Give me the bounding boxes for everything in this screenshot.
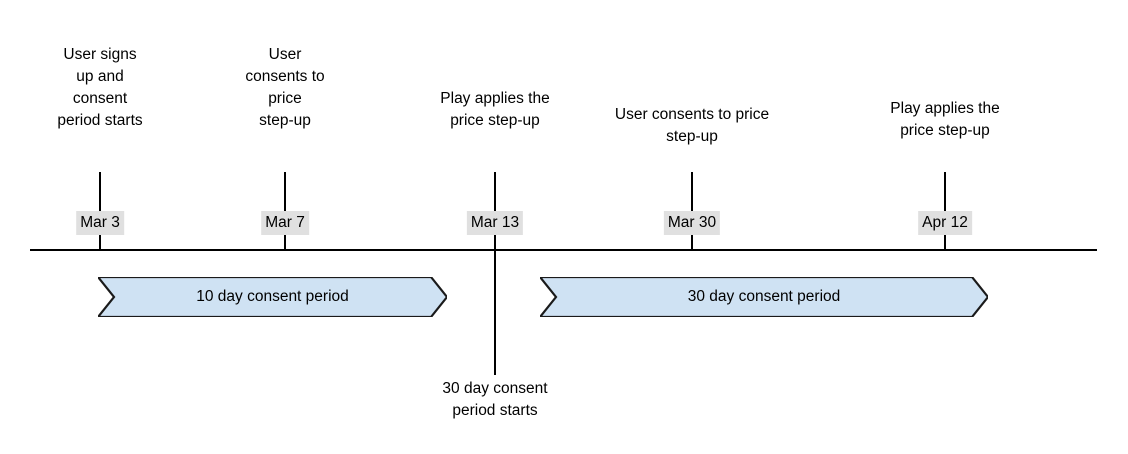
event-label-mar-3: User signs up and consent period starts	[57, 46, 143, 129]
period-banner-30-day: 30 day consent period	[540, 277, 988, 317]
event-label-mar-7: User consents to price step-up	[245, 46, 325, 129]
chevron-banner-shape	[540, 277, 988, 317]
date-chip-mar-13: Mar 13	[466, 211, 524, 235]
timeline-axis	[30, 249, 1097, 251]
period-banner-10-day-label: 10 day consent period	[196, 288, 349, 305]
below-label-30-day-start: 30 day consent period starts	[442, 380, 548, 419]
period-banner-10-day: 10 day consent period	[98, 277, 447, 317]
period-banner-30-day-label: 30 day consent period	[687, 288, 841, 305]
date-chip-apr-12: Apr 12	[918, 211, 972, 235]
event-label-mar-30: User consents to price step-up	[614, 106, 770, 145]
tick-line-below-mar-13	[494, 251, 496, 375]
date-chip-mar-30: Mar 30	[663, 211, 721, 235]
event-label-mar-13: Play applies the price step-up	[440, 90, 550, 129]
date-chip-mar-3: Mar 3	[76, 211, 124, 235]
chevron-banner-shape	[98, 277, 447, 317]
event-label-apr-12: Play applies the price step-up	[890, 100, 1000, 139]
date-chip-mar-7: Mar 7	[261, 211, 309, 235]
